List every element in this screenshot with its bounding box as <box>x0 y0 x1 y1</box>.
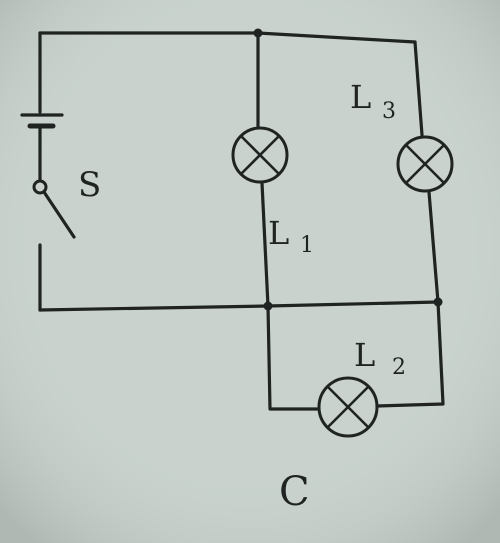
battery-icon <box>20 113 64 129</box>
junction-bottom-right <box>433 297 443 307</box>
wire-right-lower <box>427 190 440 304</box>
lamp-l3-label: L <box>350 78 371 116</box>
lamp-l1-subscript: 1 <box>300 233 314 258</box>
switch-label: S <box>78 165 101 205</box>
lamp-l2-label: L <box>354 336 375 374</box>
wire-l2-left <box>266 304 320 411</box>
wire-l2-right <box>375 300 445 408</box>
figure-label: C <box>279 469 310 515</box>
lamp-l3-subscript: 3 <box>382 99 396 124</box>
junction-top <box>253 28 263 38</box>
lamp-l1-label: L <box>268 214 289 252</box>
lamp-l3-icon <box>396 135 454 193</box>
lamp-l2-subscript: 2 <box>392 355 406 380</box>
junction-bottom-middle <box>263 301 273 311</box>
wire-middle-lower <box>260 181 270 308</box>
lamp-l2-icon <box>317 376 379 438</box>
wire-right-upper <box>413 40 424 137</box>
switch-icon <box>32 179 76 239</box>
lamp-l1-icon <box>231 126 289 184</box>
